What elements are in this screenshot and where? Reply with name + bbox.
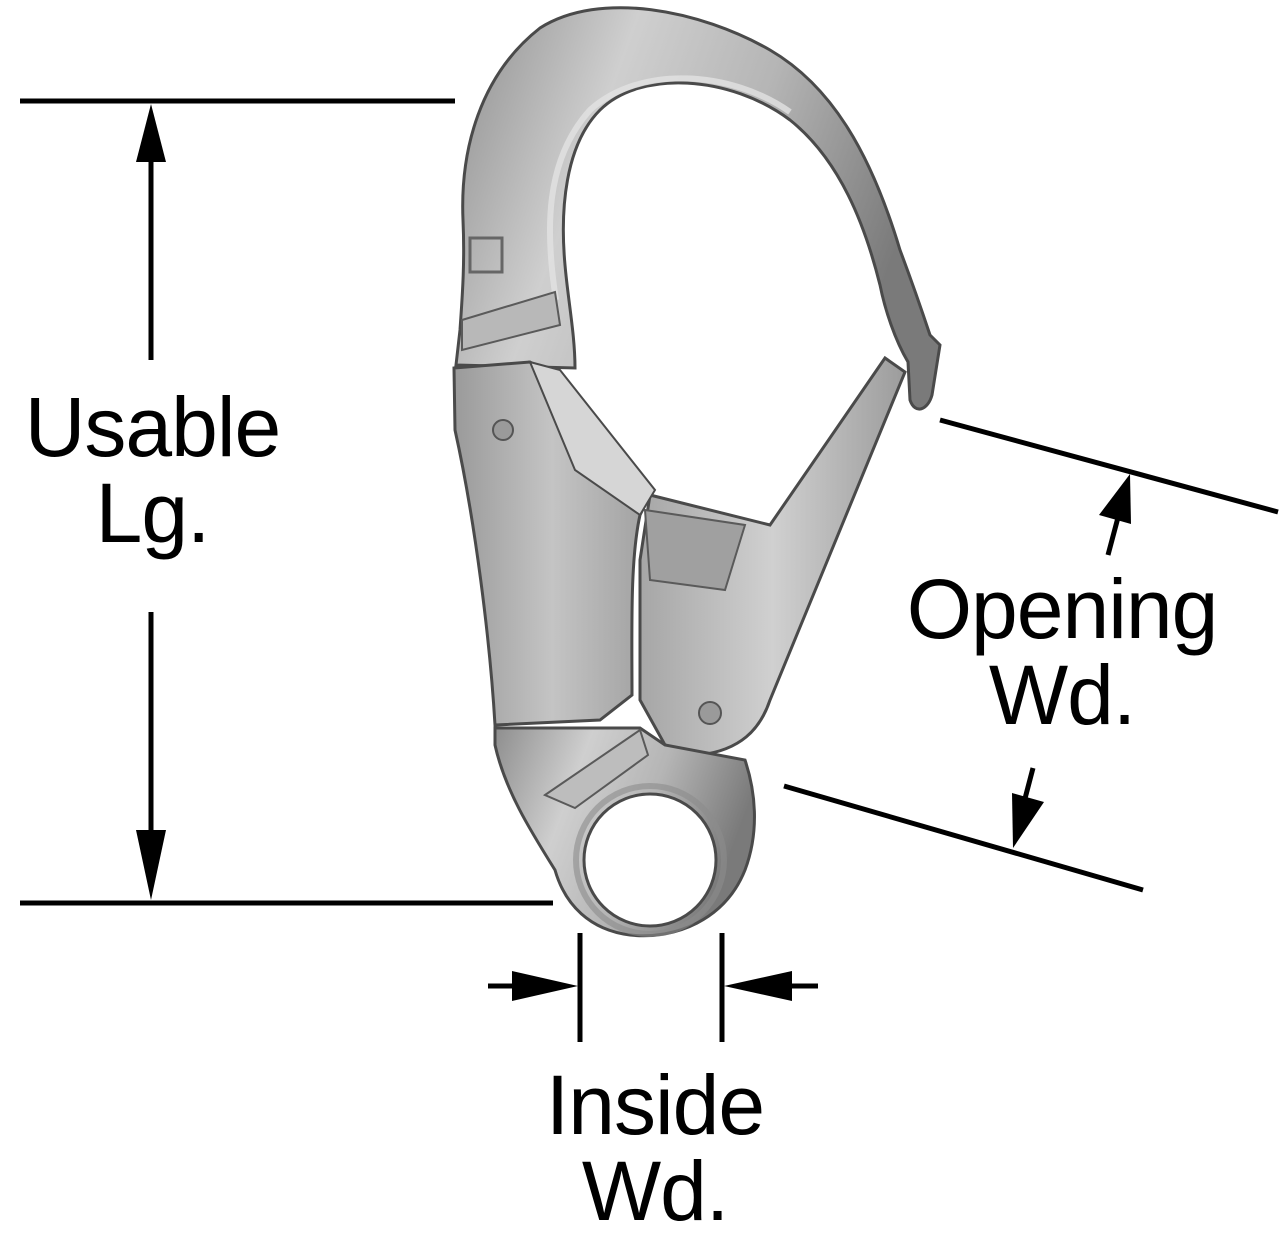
hook-marking — [468, 236, 504, 274]
hook-inner-highlight — [546, 75, 792, 301]
opening-width-dimension — [783, 417, 1279, 893]
arrowhead-icon — [136, 830, 166, 900]
eye-hole — [582, 792, 718, 928]
inside-width-line1: Inside — [545, 1058, 765, 1152]
opening-width-line1: Opening — [906, 562, 1219, 656]
arrowhead-icon — [136, 104, 166, 162]
snap-hook-icon — [452, 6, 942, 938]
inside-width-label: Inside Wd. — [500, 1062, 810, 1234]
usable-length-line1: Usable — [24, 380, 281, 474]
plate-rivet — [492, 419, 514, 441]
gate-rivet — [698, 701, 722, 725]
opening-top-extension-line — [939, 417, 1279, 515]
arrowhead-icon — [1099, 474, 1131, 524]
arrowhead-icon — [512, 971, 578, 1001]
opening-width-line2: Wd. — [988, 648, 1136, 742]
inside-width-line2: Wd. — [581, 1144, 729, 1238]
usable-length-dimension — [20, 98, 553, 906]
usable-length-line2: Lg. — [95, 466, 211, 560]
opening-width-label: Opening Wd. — [862, 566, 1262, 738]
usable-length-label: Usable Lg. — [0, 384, 305, 556]
opening-bottom-extension-line — [783, 783, 1144, 893]
arrowhead-icon — [724, 971, 792, 1001]
arrowhead-icon — [1012, 793, 1044, 848]
hook-body — [454, 6, 942, 411]
inside-width-dimension — [488, 933, 818, 1042]
